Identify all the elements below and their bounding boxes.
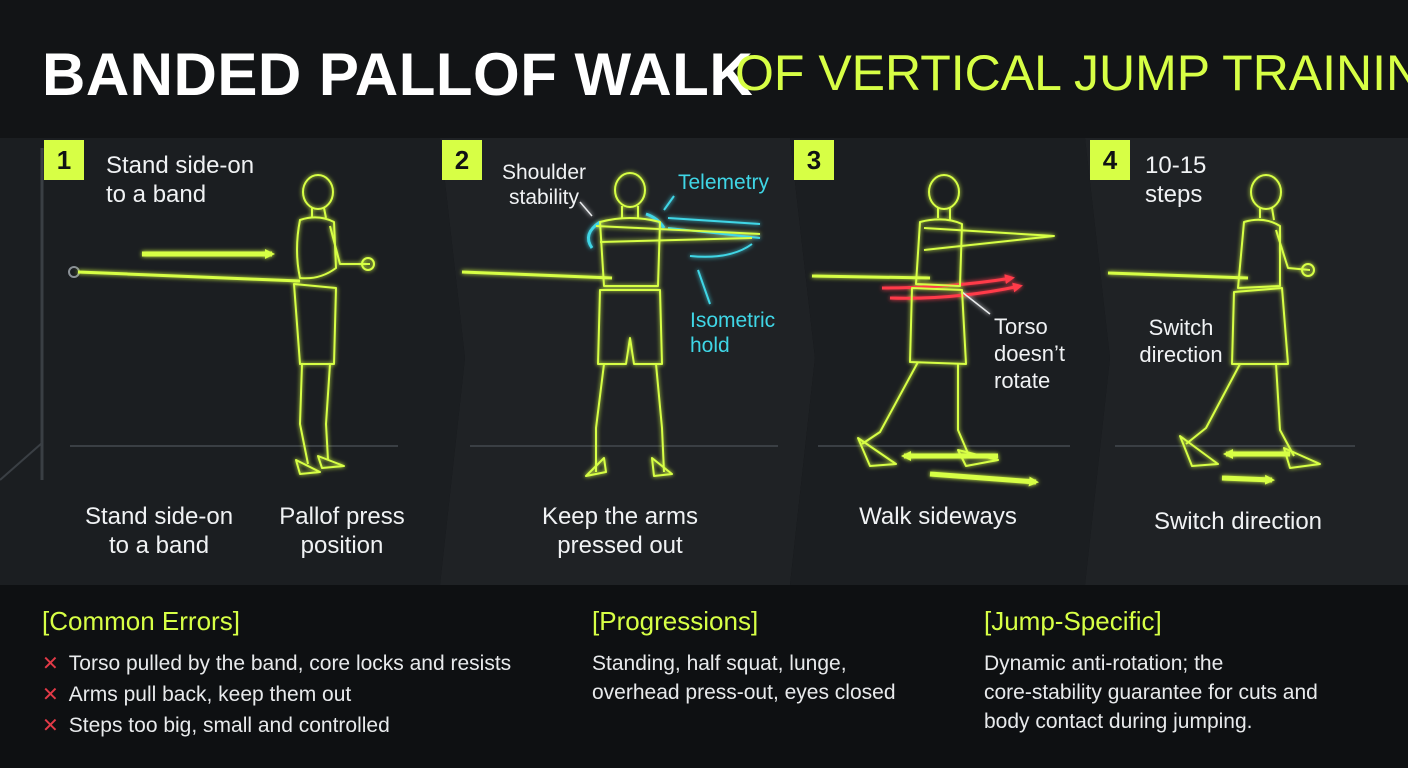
band-3 (811, 274, 931, 280)
step-number-1: 1 (44, 140, 84, 180)
step-1-label: Stand side-on to a band (106, 152, 255, 208)
telemetry-line-1 (667, 217, 761, 225)
x-mark-icon: ✕ (42, 715, 59, 737)
error-item: ✕Steps too big, small and controlled (42, 714, 390, 737)
common-errors-heading: [Common Errors] (42, 606, 240, 636)
title-bar (0, 0, 1408, 138)
step-panel-2 (440, 138, 815, 585)
shoulder-stability-arc-2 (645, 212, 666, 229)
steps-illustration (0, 138, 1408, 585)
error-item: ✕Arms pull back, keep them out (42, 683, 352, 706)
band-4 (1107, 271, 1249, 280)
figure-4 (1179, 174, 1321, 469)
step-1-caption-a: Stand side-on to a band (84, 503, 234, 559)
telemetry-pointer (663, 195, 675, 211)
figure-1 (293, 174, 375, 475)
bottom-section (0, 585, 1408, 768)
shoulder-pointer (579, 201, 593, 217)
step-arrow-right-4 (1221, 474, 1275, 485)
band-2 (461, 270, 613, 280)
step-number-4: 4 (1090, 140, 1130, 180)
step-4-caption: Switch direction (1153, 508, 1323, 535)
page-title: BANDED PALLOF WALK (42, 41, 754, 108)
step-4-label: 10-15 steps (1145, 152, 1207, 208)
step-panel-1 (0, 138, 465, 585)
band-1 (77, 270, 301, 283)
torso-rotate-label: Torso doesn’t rotate (994, 314, 1065, 393)
switch-direction-callout: Switch direction (1139, 315, 1223, 367)
isometric-hold-label: Isometric hold (690, 309, 776, 357)
step-arrow-right-3 (929, 471, 1039, 487)
step-2-caption: Keep the arms pressed out (541, 503, 699, 559)
x-mark-icon: ✕ (42, 684, 59, 706)
rotation-arrow-2 (889, 282, 1023, 300)
isometric-arc (689, 243, 753, 258)
progressions-body: Standing, half squat, lunge, overhead pr… (592, 652, 896, 704)
step-number-2: 2 (442, 140, 482, 180)
figure-3 (857, 174, 1055, 467)
telemetry-label: Telemetry (678, 171, 770, 194)
shoulder-stability-label: Shoulder stability (501, 161, 587, 209)
page-subtitle: OF VERTICAL JUMP TRAINING (735, 45, 1408, 101)
shoulder-stability-arc (586, 220, 601, 249)
step-panel-3 (790, 138, 1110, 585)
step-number-3: 3 (794, 140, 834, 180)
torso-pointer (961, 291, 991, 315)
step-panel-4 (1085, 138, 1408, 585)
jump-specific-heading: [Jump-Specific] (984, 606, 1162, 636)
isometric-pointer (697, 269, 711, 305)
error-item: ✕Torso pulled by the band, core locks an… (42, 652, 512, 675)
jump-specific-body: Dynamic anti-rotation; the core-stabilit… (984, 652, 1318, 733)
step-1-caption-b: Pallof press position (279, 503, 405, 559)
step-3-caption: Walk sideways (859, 503, 1017, 530)
wall-floor-edge (0, 442, 43, 481)
figure-2 (585, 172, 761, 477)
x-mark-icon: ✕ (42, 653, 59, 675)
progressions-heading: [Progressions] (592, 606, 759, 636)
